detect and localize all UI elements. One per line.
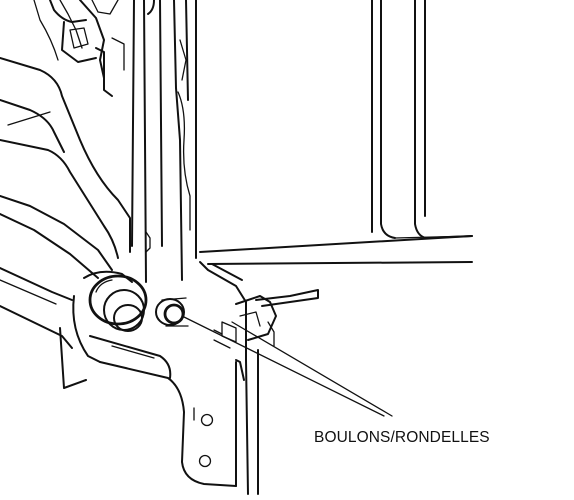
hinge-pin <box>88 274 148 332</box>
callout-label-bolts-washers: BOULONS/RONDELLES <box>314 429 490 446</box>
hinge-bracket <box>72 261 247 487</box>
bolt-washer <box>155 297 189 327</box>
side-bracket <box>213 289 319 495</box>
vertical-column <box>131 0 197 283</box>
housing-body <box>0 0 131 389</box>
callout-leaders <box>181 315 393 417</box>
frame-panel <box>199 0 473 265</box>
top-latch <box>49 0 125 97</box>
